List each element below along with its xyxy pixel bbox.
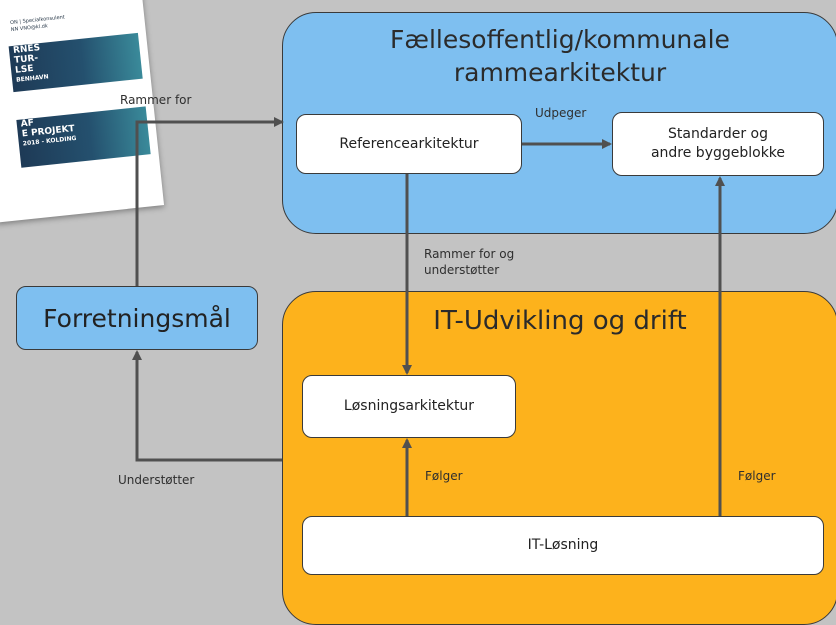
folger-left-label: Følger xyxy=(425,469,463,483)
rammer-for-og-line1: Rammer for og xyxy=(424,247,515,261)
folger-right-label: Følger xyxy=(738,469,776,483)
standarder-box: Standarder og andre byggeblokke xyxy=(612,112,824,176)
referencearkitektur-label: Referencearkitektur xyxy=(339,135,479,152)
it-losning-box: IT-Løsning xyxy=(302,516,824,575)
referencearkitektur-box: Referencearkitektur xyxy=(296,114,522,174)
understotter-label: Understøtter xyxy=(118,473,195,487)
it-losning-label: IT-Løsning xyxy=(527,537,599,553)
rammer-for-og-line2: understøtter xyxy=(424,263,500,277)
losningsarkitektur-label: Løsningsarkitektur xyxy=(343,398,475,414)
rammer-for-label: Rammer for xyxy=(120,93,192,107)
standarder-label-line1: Standarder og xyxy=(668,126,768,142)
standarder-label: Standarder og andre byggeblokke xyxy=(651,125,785,163)
udpeger-label: Udpeger xyxy=(535,106,587,120)
standarder-label-line2: andre byggeblokke xyxy=(650,145,786,161)
forretningsmal-label: Forretningsmål xyxy=(43,303,231,333)
arrow-rammer-for xyxy=(135,117,284,286)
it-udvikling-title: IT-Udvikling og drift xyxy=(433,306,687,336)
losningsarkitektur-box: Løsningsarkitektur xyxy=(302,375,516,438)
rammearkitektur-title: Fællesoffentlig/kommunale rammearkitektu… xyxy=(390,25,730,87)
rammer-for-og-label: Rammer for og understøtter xyxy=(424,246,514,278)
forretningsmal-box: Forretningsmål xyxy=(16,286,258,350)
arrow-understotter xyxy=(132,350,282,462)
